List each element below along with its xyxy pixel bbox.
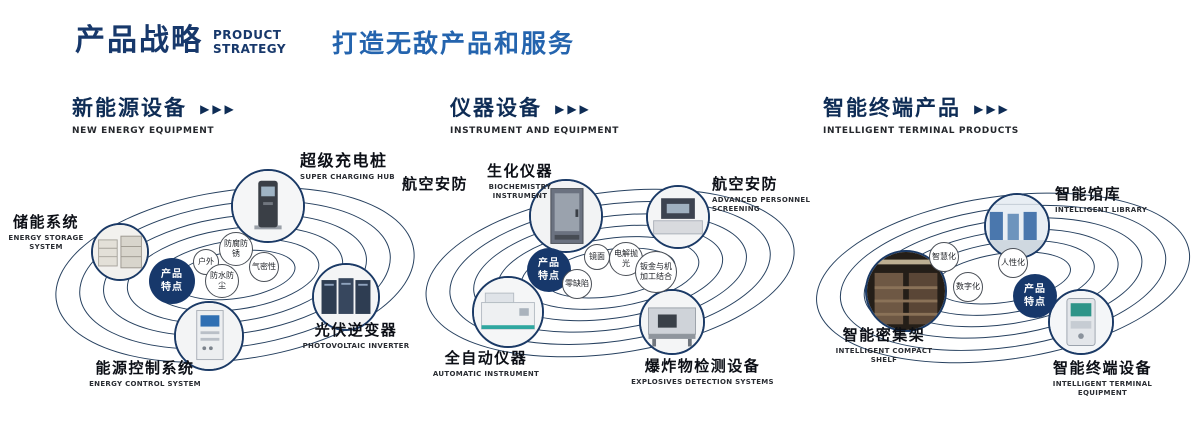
label-intelligent-library: 智能馆库 INTELLIGENT LIBRARY bbox=[1055, 186, 1170, 215]
label-compact-shelf: 智能密集架 INTELLIGENT COMPACT SHELF bbox=[828, 327, 940, 365]
section-header-instruments: 仪器设备 ▶▶▶ INSTRUMENT AND EQUIPMENT bbox=[450, 96, 619, 137]
feature-bubble: 防腐防锈 bbox=[219, 232, 253, 266]
feature-badge: 产品特点 bbox=[1013, 274, 1057, 318]
product-node-automatic-instrument bbox=[472, 276, 544, 348]
label-en: SUPER CHARGING HUB bbox=[300, 172, 395, 181]
page-title: 产品战略 bbox=[75, 23, 203, 58]
feature-bubble: 防水防尘 bbox=[205, 264, 239, 298]
product-node-explosives-detection bbox=[639, 289, 705, 355]
section-header-intelligent-terminal: 智能终端产品 ▶▶▶ INTELLIGENT TERMINAL PRODUCTS bbox=[823, 96, 1019, 137]
analyzer-image bbox=[474, 278, 542, 346]
feature-bubble: 户外 bbox=[193, 249, 219, 275]
feature-bubble: 人性化 bbox=[998, 248, 1028, 278]
section-header-new-energy: 新能源设备 ▶▶▶ NEW ENERGY EQUIPMENT bbox=[72, 96, 237, 137]
feature-bubble: 钣金与机加工结合 bbox=[635, 251, 677, 293]
inverter-cabinets-image bbox=[314, 265, 378, 329]
product-node-intelligent-terminal bbox=[1048, 289, 1114, 355]
label-en: EXPLOSIVES DETECTION SYSTEMS bbox=[631, 377, 774, 386]
label-en: BIOCHEMISTRY INSTRUMENT bbox=[488, 182, 552, 200]
feature-badge-label: 产品特点 bbox=[538, 258, 560, 282]
label-automatic-instrument: 全自动仪器 AUTOMATIC INSTRUMENT bbox=[430, 350, 542, 379]
label-zh: 智能馆库 bbox=[1055, 185, 1122, 203]
label-zh: 爆炸物检测设备 bbox=[644, 357, 761, 375]
page-title-en-line1: PRODUCT bbox=[213, 28, 282, 42]
page-slogan: 打造无敌产品和服务 bbox=[332, 29, 576, 58]
label-zh: 智能密集架 bbox=[842, 326, 926, 344]
label-zh: 储能系统 bbox=[12, 213, 79, 231]
section-subtitle: INTELLIGENT TERMINAL PRODUCTS bbox=[823, 126, 1019, 136]
label-energy-storage: 储能系统 ENERGY STORAGE SYSTEM bbox=[0, 214, 92, 252]
feature-badge: 产品特点 bbox=[149, 258, 195, 304]
label-zh: 航空安防 bbox=[402, 175, 469, 193]
feature-badge-label: 产品特点 bbox=[1024, 284, 1046, 308]
label-aviation-security-right: 航空安防 ADVANCED PERSONNEL SCREENING bbox=[712, 176, 824, 214]
label-en: AUTOMATIC INSTRUMENT bbox=[432, 369, 540, 378]
label-zh: 智能终端设备 bbox=[1052, 359, 1152, 377]
label-zh: 光伏逆变器 bbox=[314, 321, 398, 339]
label-en: ENERGY STORAGE SYSTEM bbox=[8, 233, 84, 251]
label-zh: 生化仪器 bbox=[486, 162, 553, 180]
product-node-personnel-screening bbox=[646, 185, 710, 249]
product-node-super-charging-hub bbox=[231, 169, 305, 243]
xray-scanner-image bbox=[641, 291, 703, 353]
label-en: INTELLIGENT COMPACT SHELF bbox=[835, 346, 933, 364]
control-cabinet-image bbox=[176, 303, 242, 369]
section-subtitle: INSTRUMENT AND EQUIPMENT bbox=[450, 126, 619, 136]
section-subtitle: NEW ENERGY EQUIPMENT bbox=[72, 126, 215, 136]
label-en: INTELLIGENT TERMINAL EQUIPMENT bbox=[1052, 379, 1153, 397]
label-zh: 能源控制系统 bbox=[95, 359, 195, 377]
triple-chevron-icon: ▶▶▶ bbox=[555, 102, 592, 116]
label-en: INTELLIGENT LIBRARY bbox=[1055, 205, 1148, 214]
triple-chevron-icon: ▶▶▶ bbox=[974, 102, 1011, 116]
label-energy-control: 能源控制系统 ENERGY CONTROL SYSTEM bbox=[80, 360, 210, 389]
kiosk-image bbox=[1050, 291, 1112, 353]
label-en: PHOTOVOLTAIC INVERTER bbox=[302, 341, 410, 350]
feature-bubble: 气密性 bbox=[249, 252, 279, 282]
product-node-energy-storage bbox=[91, 223, 149, 281]
product-node-pv-inverter bbox=[312, 263, 380, 331]
section-title: 仪器设备 bbox=[450, 96, 542, 120]
label-aviation-security-left: 航空安防 bbox=[402, 176, 486, 193]
label-biochemistry: 生化仪器 BIOCHEMISTRY INSTRUMENT bbox=[468, 163, 572, 201]
label-super-charging-hub: 超级充电桩 SUPER CHARGING HUB bbox=[300, 152, 430, 182]
label-zh: 全自动仪器 bbox=[444, 349, 528, 367]
label-en: ENERGY CONTROL SYSTEM bbox=[89, 379, 201, 388]
charging-pile-image bbox=[233, 171, 303, 241]
feature-bubble: 零缺陷 bbox=[562, 269, 592, 299]
label-pv-inverter: 光伏逆变器 PHOTOVOLTAIC INVERTER bbox=[296, 322, 416, 351]
label-explosives-detection: 爆炸物检测设备 EXPLOSIVES DETECTION SYSTEMS bbox=[630, 358, 775, 387]
screening-machine-image bbox=[648, 187, 708, 247]
product-node-biochemistry bbox=[529, 179, 603, 253]
page-title-en: PRODUCT STRATEGY bbox=[213, 26, 286, 57]
label-intelligent-terminal: 智能终端设备 INTELLIGENT TERMINAL EQUIPMENT bbox=[1030, 360, 1175, 398]
instrument-rack-image bbox=[531, 181, 601, 251]
storage-cabinets-image bbox=[93, 225, 147, 279]
section-title: 智能终端产品 bbox=[823, 96, 961, 120]
page-title-en-line2: STRATEGY bbox=[213, 41, 287, 56]
triple-chevron-icon: ▶▶▶ bbox=[200, 102, 237, 116]
page-header: 产品战略 PRODUCT STRATEGY bbox=[75, 26, 286, 57]
section-title: 新能源设备 bbox=[72, 96, 187, 120]
label-zh: 超级充电桩 bbox=[300, 151, 388, 170]
feature-bubble: 镜面 bbox=[584, 244, 610, 270]
feature-bubble: 数字化 bbox=[953, 272, 983, 302]
label-en: ADVANCED PERSONNEL SCREENING bbox=[712, 195, 811, 213]
product-node-energy-control bbox=[174, 301, 244, 371]
feature-badge-label: 产品特点 bbox=[161, 269, 183, 293]
label-zh: 航空安防 bbox=[712, 175, 779, 193]
feature-bubble: 智慧化 bbox=[929, 242, 959, 272]
